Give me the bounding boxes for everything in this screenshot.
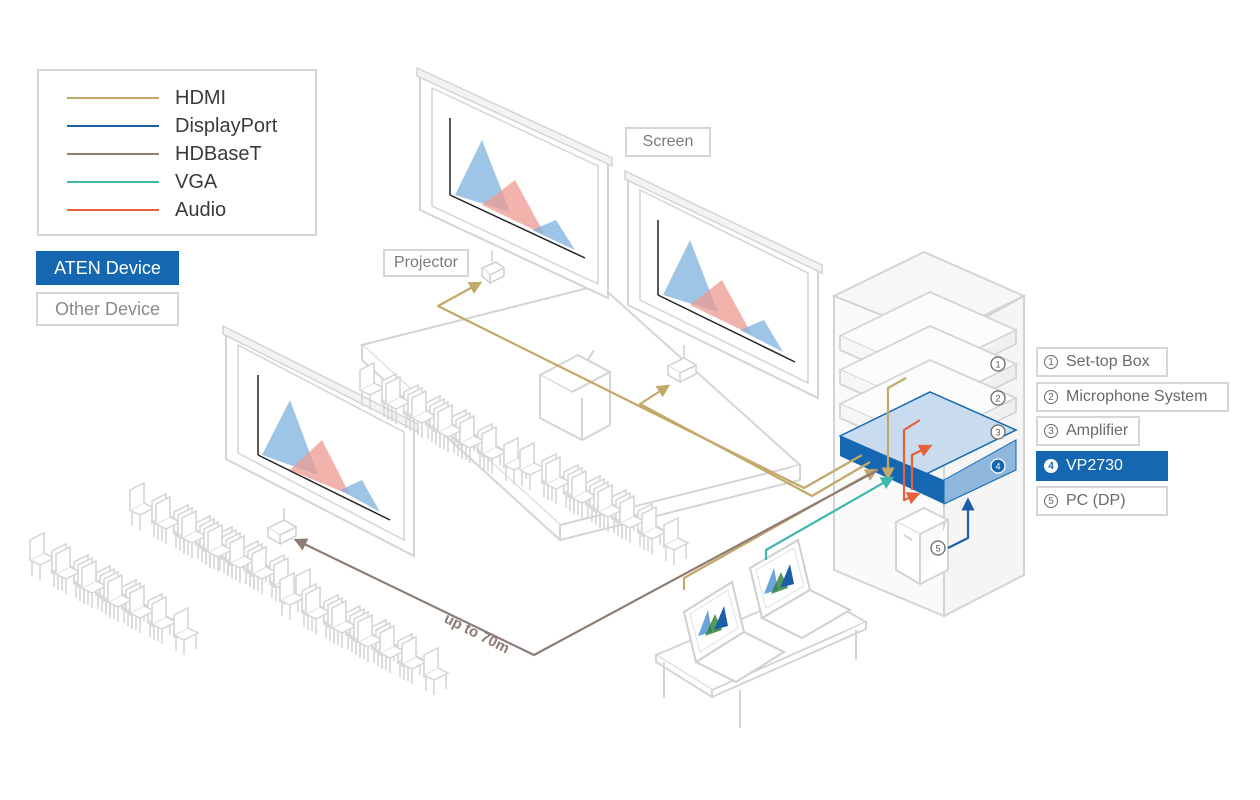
projector-callout: Projector: [383, 249, 469, 277]
legend-swatch: [67, 181, 159, 183]
cable-displayport-pc: [947, 497, 975, 549]
device-item-amplifier: 3 Amplifier: [1036, 416, 1140, 446]
device-item-vp2730: 4 VP2730: [1036, 451, 1168, 481]
cable-hdbaset-left: [293, 469, 879, 657]
chair: [518, 441, 546, 490]
legend-item-hdbaset: HDBaseT: [67, 141, 262, 167]
chair: [544, 455, 572, 504]
legend-swatch: [67, 153, 159, 155]
chair: [304, 585, 332, 634]
cable-vga-laptop: [764, 476, 895, 560]
device-number: 1: [1044, 355, 1058, 369]
screen-center: [416, 66, 613, 300]
device-label: Amplifier: [1066, 422, 1129, 439]
device-item-microphone-system: 2 Microphone System: [1036, 382, 1229, 412]
legend-label: DisplayPort: [175, 114, 278, 137]
rack-number-label: 5: [935, 544, 940, 554]
legend-item-hdmi: HDMI: [67, 85, 226, 111]
laptop-left: [682, 580, 787, 684]
legend-item-audio: Audio: [67, 197, 226, 223]
legend-label: VGA: [175, 170, 218, 193]
rack-number-label: 3: [995, 428, 1000, 438]
rack-number-circle: [930, 540, 946, 556]
chair: [356, 613, 384, 662]
chair: [662, 516, 690, 565]
device-item-set-top-box: 1 Set-top Box: [1036, 347, 1168, 377]
chair: [28, 531, 56, 580]
rack-number-circle: [990, 356, 1006, 372]
legend-label: HDMI: [175, 86, 227, 109]
chair: [570, 469, 598, 518]
rack-number-label: 1: [995, 360, 1000, 370]
cable-hdmi-projector-right: [638, 384, 871, 498]
laptop-right: [748, 538, 853, 640]
chair: [180, 509, 208, 558]
rack-number-circle: [990, 390, 1006, 406]
aten-device-tag: ATEN Device: [36, 251, 179, 285]
device-number: 3: [1044, 424, 1058, 438]
legend-swatch: [67, 209, 159, 211]
cable-audio-out-2: [910, 444, 933, 490]
chair: [206, 523, 234, 572]
rack-number-label: 2: [995, 394, 1000, 404]
rack-number-markers: 1 2 3 4 5: [930, 356, 1006, 556]
device-item-pc-dp: 5 PC (DP): [1036, 486, 1168, 516]
chair: [128, 481, 156, 530]
cable-hdmi-set-top-box: [881, 377, 907, 481]
legend-swatch: [67, 97, 159, 99]
chair: [278, 571, 306, 620]
chair: [228, 534, 256, 583]
chair: [54, 545, 82, 594]
device-number: 5: [1044, 494, 1058, 508]
projector-center: [480, 250, 506, 285]
chair: [400, 635, 428, 684]
screen-callout: Screen: [625, 127, 711, 157]
device-label: Set-top Box: [1066, 353, 1150, 370]
chair: [154, 495, 182, 544]
legend-item-vga: VGA: [67, 169, 217, 195]
chair: [128, 584, 156, 633]
screen-right: [624, 169, 823, 400]
chair: [330, 599, 358, 648]
legend-label: Audio: [175, 198, 227, 221]
device-label: Microphone System: [1066, 388, 1208, 405]
chair: [422, 646, 450, 695]
legend-swatch: [67, 125, 159, 127]
legend-label: HDBaseT: [175, 142, 262, 165]
chair: [436, 403, 464, 452]
chair: [150, 595, 178, 644]
projector-right: [666, 345, 698, 384]
chair: [410, 389, 438, 438]
chair: [480, 425, 508, 474]
cable-audio-out-1: [902, 419, 921, 505]
cable-hdmi-projector-center: [436, 281, 863, 490]
device-number: 2: [1044, 390, 1058, 404]
chair: [172, 606, 200, 655]
rack-number-label: 4: [995, 462, 1000, 472]
other-device-tag: Other Device: [36, 292, 179, 326]
device-label: PC (DP): [1066, 492, 1126, 509]
audience-chairs: [28, 361, 690, 695]
device-label: VP2730: [1066, 457, 1123, 474]
rack-number-circle: [990, 458, 1006, 474]
legend-item-displayport: DisplayPort: [67, 113, 277, 139]
device-number: 4: [1044, 459, 1058, 473]
rack-number-circle: [990, 424, 1006, 440]
projector-left: [266, 508, 298, 546]
cable-legend: HDMI DisplayPort HDBaseT VGA Audio: [37, 69, 317, 236]
